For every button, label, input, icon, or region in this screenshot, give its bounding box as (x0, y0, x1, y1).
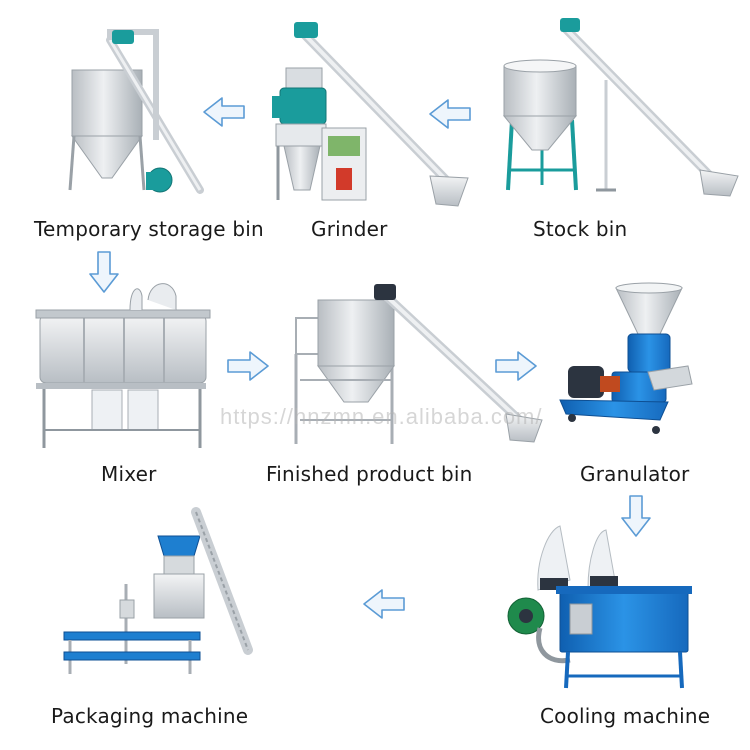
cooling-machine (507, 525, 692, 689)
label-mixer: Mixer (101, 462, 157, 486)
label-stock-bin: Stock bin (533, 217, 628, 241)
left-arrow-icon (203, 97, 245, 127)
label-temporary-storage-bin: Temporary storage bin (34, 217, 264, 241)
watermark-url: https://hnzmn.en.alibaba.com/ (220, 404, 543, 429)
granulator-machine (559, 282, 693, 434)
label-cooling-machine: Cooling machine (540, 704, 711, 728)
label-granulator: Granulator (580, 462, 690, 486)
packaging-machine (63, 507, 253, 674)
flow-arrows (89, 97, 651, 619)
right-arrow-icon (495, 351, 537, 381)
down-arrow-icon (621, 495, 651, 537)
label-packaging-machine: Packaging machine (51, 704, 249, 728)
mixer-machine (35, 283, 211, 448)
finished-product-bin-machine (294, 284, 543, 444)
temporary-storage-bin-machine (68, 29, 204, 194)
stock-bin-machine (502, 18, 739, 197)
left-arrow-icon (363, 589, 405, 619)
down-arrow-icon (89, 251, 119, 293)
label-finished-product-bin: Finished product bin (266, 462, 473, 486)
label-grinder: Grinder (311, 217, 388, 241)
right-arrow-icon (227, 351, 269, 381)
left-arrow-icon (429, 99, 471, 129)
grinder-machine (272, 22, 469, 207)
